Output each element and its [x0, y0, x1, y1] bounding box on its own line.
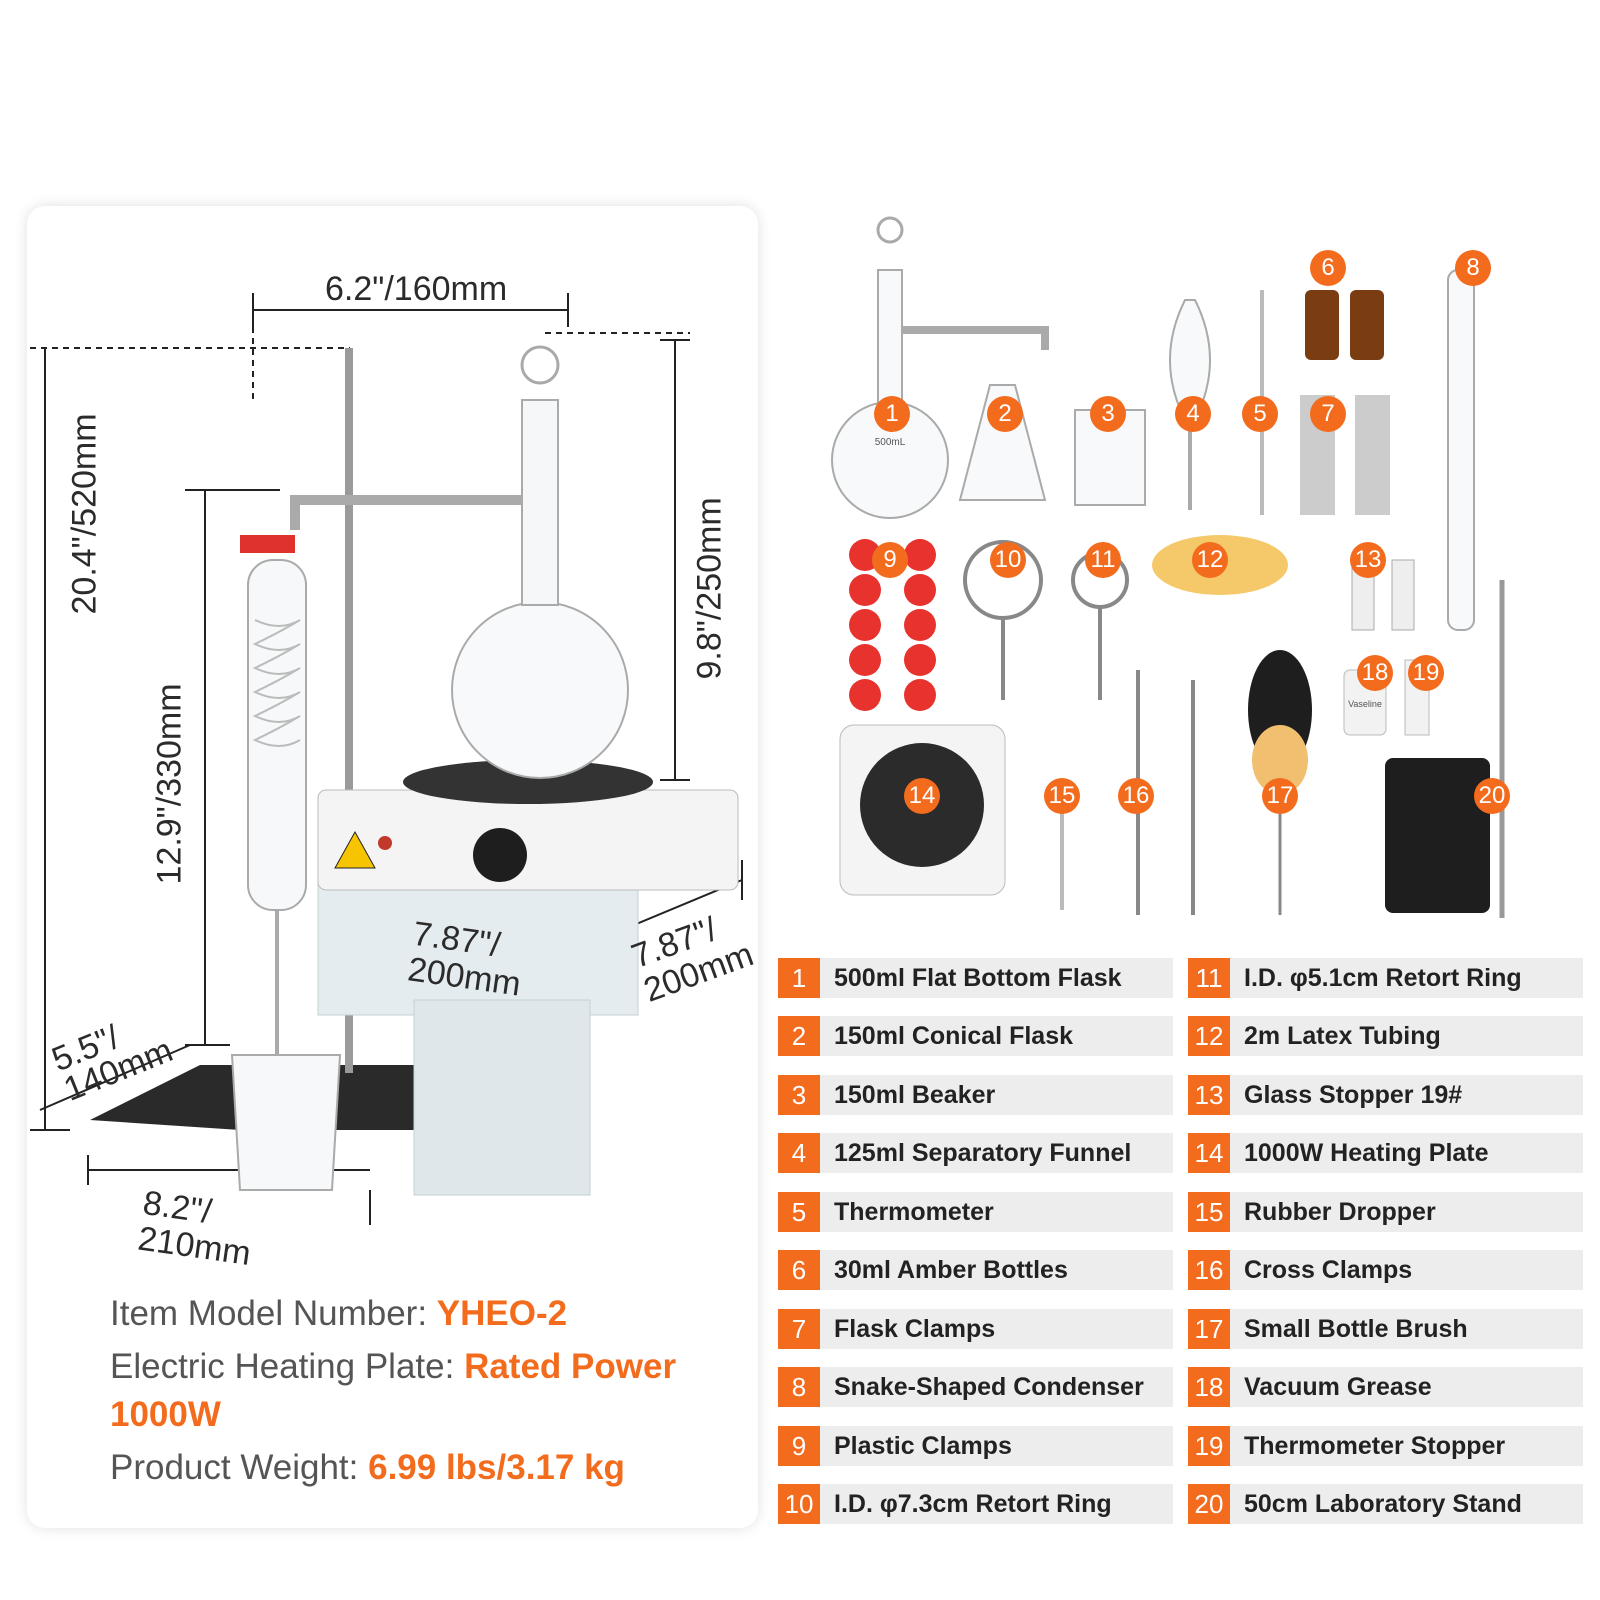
beaker — [230, 1054, 342, 1191]
part-marker: 14 — [904, 778, 940, 814]
part-marker: 18 — [1357, 655, 1393, 691]
spec-model: Item Model Number: YHEO-2 — [110, 1294, 568, 1333]
parts-illustrations — [831, 216, 1505, 918]
heating-knob — [473, 828, 527, 882]
dim-line-base-depth — [39, 1044, 191, 1111]
part-marker: 3 — [1090, 396, 1126, 432]
warning-sign — [334, 830, 376, 869]
part-marker: 15 — [1044, 778, 1080, 814]
dim-total-height: 20.4"/520mm — [65, 413, 104, 615]
red-clip — [240, 535, 295, 553]
spec-weight: Product Weight: 6.99 lbs/3.17 kg — [110, 1447, 625, 1487]
part-marker: 17 — [1262, 778, 1298, 814]
part-marker: 6 — [1310, 250, 1346, 286]
dim-top-width: 6.2"/160mm — [325, 270, 508, 308]
part-marker: 20 — [1474, 778, 1510, 814]
part-marker: 2 — [987, 396, 1023, 432]
flask-print: 500mL — [875, 437, 906, 448]
dim-flask-height: 9.8"/250mm — [690, 497, 729, 680]
part-marker: 13 — [1350, 542, 1386, 578]
part-marker: 16 — [1118, 778, 1154, 814]
acrylic-riser-bottom — [413, 999, 591, 1196]
spec-heating: Electric Heating Plate: Rated Power 1000… — [110, 1347, 677, 1434]
product-weight: 6.99 lbs/3.17 kg — [368, 1447, 625, 1487]
heating-plate-disk — [403, 760, 653, 804]
part-marker: 1 — [874, 396, 910, 432]
model-number: YHEO-2 — [436, 1294, 568, 1333]
grease-print: Vaseline — [1348, 699, 1382, 709]
part-marker: 10 — [990, 542, 1026, 578]
rated-power: Rated Power 1000W — [110, 1347, 677, 1434]
part-marker: 4 — [1175, 396, 1211, 432]
part-marker: 11 — [1085, 542, 1121, 578]
stand-rod — [345, 348, 353, 1073]
part-marker: 19 — [1408, 655, 1444, 691]
dim-stand-height: 12.9"/330mm — [150, 683, 189, 885]
part-marker: 5 — [1242, 396, 1278, 432]
part-marker: 8 — [1455, 250, 1491, 286]
spec-block: Item Model Number: YHEO-2 Electric Heati… — [110, 1290, 710, 1497]
part-marker: 9 — [872, 542, 908, 578]
condenser — [247, 559, 307, 911]
flask-body — [451, 601, 629, 779]
part-marker: 12 — [1192, 542, 1228, 578]
part-marker: 7 — [1310, 396, 1346, 432]
